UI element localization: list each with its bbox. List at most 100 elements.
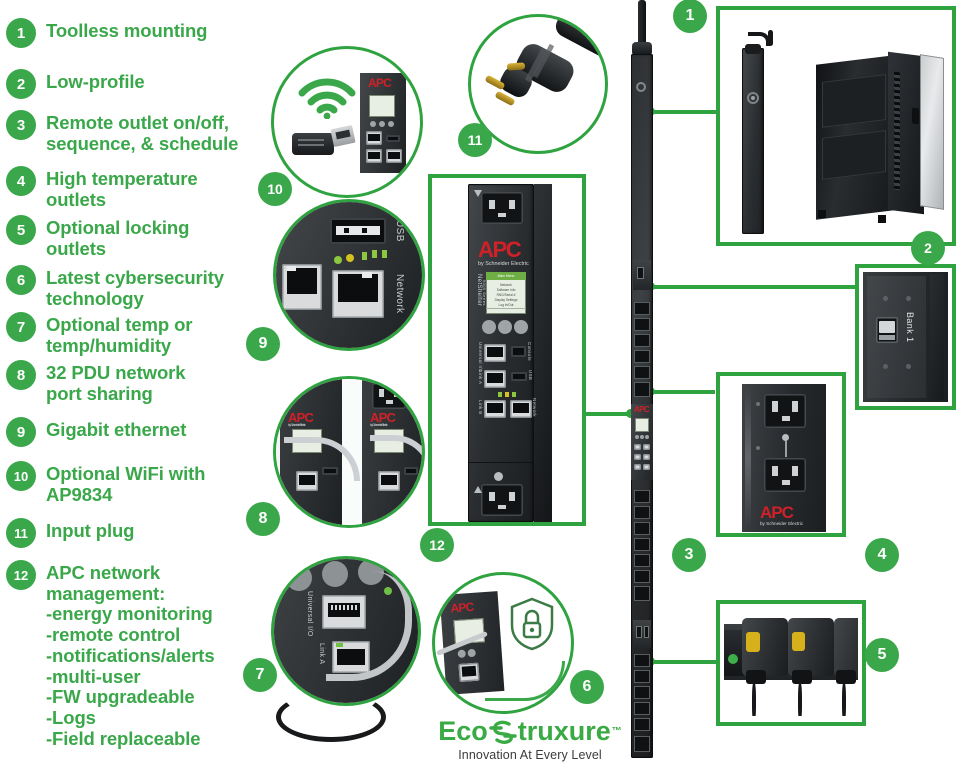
full-rack-pdu-strip: APC	[626, 0, 656, 764]
callout-badge-5: 5	[865, 638, 899, 672]
nmc-console-label: Console	[527, 342, 532, 361]
legend-label-12: APC network management: -energy monitori…	[46, 562, 215, 749]
apc-wordmark-6: APC	[450, 599, 474, 616]
legend-badge-4: 4	[6, 166, 36, 196]
nmc-button-1[interactable]	[482, 320, 496, 334]
legend-label-9: Gigabit ethernet	[46, 419, 187, 440]
legend-item-6: 6 Latest cybersecurity technology	[6, 265, 224, 309]
breaker-bank-label: Bank 1	[905, 312, 915, 343]
network-port-6	[458, 662, 480, 682]
apc-logo-callout10: APC	[368, 76, 392, 90]
lcd-title-text: Main Menu	[497, 274, 515, 278]
nmc-button-3[interactable]	[514, 320, 528, 334]
port-10-usb	[386, 135, 400, 142]
legend-item-3: 3 Remote outlet on/off, sequence, & sche…	[6, 110, 238, 154]
universal-io-port-photo: Universal I/O Link A	[274, 559, 418, 703]
legend-item-10: 10 Optional WiFi with AP9834	[6, 461, 205, 505]
callout-badge-12: 12	[420, 528, 454, 562]
callout-badge-11: 11	[458, 123, 492, 157]
lcd-screen-nmc: Main Menu Network Software Info RNG/Seri…	[486, 272, 526, 314]
pdu-cord-gland	[632, 42, 652, 56]
outlet-upper	[764, 394, 806, 428]
usb-network-ports-photo: USB Network	[276, 202, 422, 348]
pdu-outlet-bank-middle	[632, 490, 652, 610]
legend-badge-6: 6	[6, 265, 36, 295]
apc-logo-nmc: APC by Schneider Electric	[478, 239, 529, 267]
legend-badge-1: 1	[6, 18, 36, 48]
legend-badge-7: 7	[6, 312, 36, 342]
callout-box-toolless-mounting	[716, 6, 956, 246]
callout-box-remote-outlet: APC by Schneider Electric	[716, 372, 846, 537]
connector-line-2-h	[650, 285, 855, 289]
callout-badge-10: 10	[258, 172, 292, 206]
legend-label-7: Optional temp or temp/humidity	[46, 314, 193, 356]
nmc-console-port	[511, 346, 526, 357]
nmc-series-sub-label: 9000 Series	[482, 280, 487, 306]
breaker-bank-photo: Bank 1	[863, 272, 948, 402]
connector-line-5	[650, 660, 718, 664]
nmc-display-module-photo: APC by Schneider Electric Main Menu Netw…	[468, 184, 552, 522]
lcd-screen-10	[369, 95, 395, 117]
ecostruxure-trademark: ™	[611, 725, 622, 737]
usb-port-label: USB	[394, 220, 405, 242]
nmc-usb-label: USB	[528, 370, 533, 381]
apc-logo-callout6: APC	[450, 599, 474, 616]
nmc-button-2[interactable]	[498, 320, 512, 334]
pdu-mount-knob	[636, 82, 646, 92]
lcd-menu-item-1: Software Info	[496, 288, 516, 292]
legend-item-8: 8 32 PDU network port sharing	[6, 360, 186, 404]
twist-lock-plug-photo	[471, 17, 605, 151]
wifi-usb-dongle-photo	[292, 124, 356, 157]
nmc-universal-io-port	[484, 344, 506, 362]
legend-badge-12: 12	[6, 560, 36, 590]
callout-circle-optional-wifi: APC	[271, 46, 423, 198]
lcd-title-bar: Main Menu	[486, 272, 526, 280]
shield-lock-icon	[509, 597, 555, 651]
lcd-screen-strip	[635, 418, 649, 432]
nmc-link-a-port	[484, 370, 506, 388]
legend-badge-3: 3	[6, 110, 36, 140]
locking-outlet-photo	[724, 610, 858, 716]
apc-wordmark: APC	[760, 503, 794, 522]
strip-port-e	[634, 464, 641, 470]
legend-badge-8: 8	[6, 360, 36, 390]
legend-label-8: 32 PDU network port sharing	[46, 362, 186, 404]
apc-subtitle-8a: by Schneider Electric	[288, 423, 306, 427]
outlet-pair-photo: APC by Schneider Electric	[742, 384, 826, 532]
apc-logo-pdu-a: APC by Schneider Electric	[288, 411, 314, 428]
outlet-pdu-b	[372, 383, 406, 409]
callout-circle-port-sharing: APC by Schneider Electric APC by Schneid…	[273, 376, 425, 528]
network-port-left	[282, 264, 322, 310]
ecostruxure-wordmark: Eco truxure ™	[430, 718, 630, 745]
strip-port-f	[643, 464, 650, 470]
link-a-label: Link A	[318, 643, 325, 665]
legend-label-4: High temperature outlets	[46, 168, 198, 210]
apc-subtitle-8b: by Schneider Electric	[370, 423, 388, 427]
apc-wordmark-10: APC	[368, 76, 392, 90]
callout-box-network-management: APC by Schneider Electric Main Menu Netw…	[428, 174, 586, 526]
strip-port-b	[643, 444, 650, 450]
callout-circle-input-plug	[468, 14, 608, 154]
sensor-cable	[326, 571, 412, 681]
outlet-bottom-nmc	[481, 484, 523, 516]
legend-item-7: 7 Optional temp or temp/humidity	[6, 312, 193, 356]
apc-subtitle-12: by Schneider Electric	[478, 261, 529, 267]
wifi-signal-icon	[298, 77, 356, 120]
outlet-lower	[764, 458, 806, 492]
callout-badge-3: 3	[672, 538, 706, 572]
port-10-c	[386, 149, 402, 163]
daisy-chain-cable-2	[370, 435, 422, 479]
callout-circle-cybersecurity: APC	[432, 572, 574, 714]
connector-line-3	[650, 390, 715, 394]
callout-badge-2: 2	[911, 231, 945, 265]
strip-port-c	[634, 454, 641, 460]
lcd-menu-item-2: RNG/Serial #	[496, 293, 516, 297]
ecostruxure-tagline: Innovation At Every Level	[458, 748, 602, 762]
network-port-right	[332, 270, 384, 318]
legend-label-1: Toolless mounting	[46, 20, 208, 41]
apc-logo-callout3: APC by Schneider Electric	[760, 504, 803, 527]
legend-label-10: Optional WiFi with AP9834	[46, 463, 206, 505]
callout-badge-4: 4	[865, 538, 899, 572]
legend-item-4: 4 High temperature outlets	[6, 166, 198, 210]
